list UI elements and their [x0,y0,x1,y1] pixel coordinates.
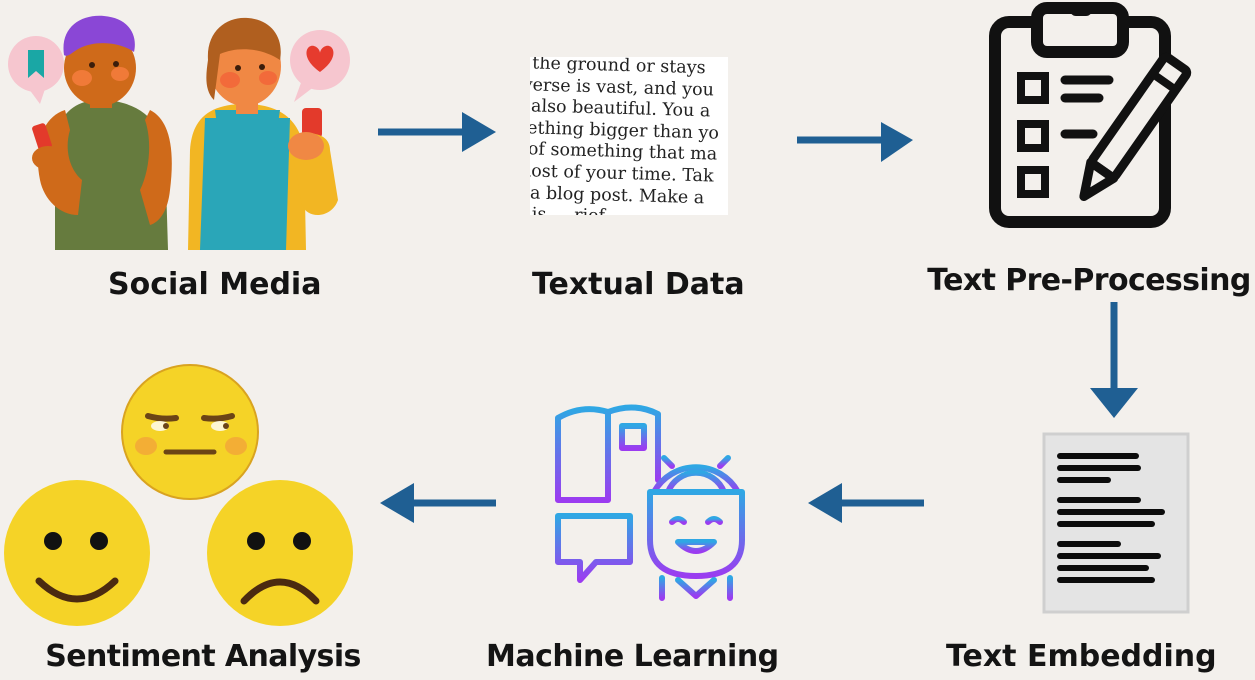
bookmark-bubble-icon [8,36,64,104]
machine-learning-head-icon [555,404,745,601]
frowning-face-icon [207,480,353,626]
arrow-left-2 [380,483,496,523]
person-left [32,15,172,250]
arrow-right-1 [378,112,496,152]
label-text-embedding: Text Embedding [946,639,1217,674]
neutral-face-icon [121,364,259,500]
smiling-face-icon [4,480,150,626]
clipboard-checklist-icon [989,2,1192,228]
social-media-people-icon [8,15,350,250]
label-machine-learning: Machine Learning [486,639,779,674]
arrow-down [1090,302,1138,418]
textual-data-snippet: s the ground or stays iverse is vast, an… [530,57,728,215]
heart-bubble-icon [290,30,350,102]
label-sentiment-analysis: Sentiment Analysis [45,639,361,674]
label-social-media: Social Media [108,267,322,302]
label-textual-data: Textual Data [532,267,745,302]
label-text-preprocessing: Text Pre-Processing [927,263,1251,298]
arrow-left-1 [808,483,924,523]
document-lines-icon [1042,432,1190,614]
arrow-right-2 [797,122,913,162]
person-right [188,17,338,250]
